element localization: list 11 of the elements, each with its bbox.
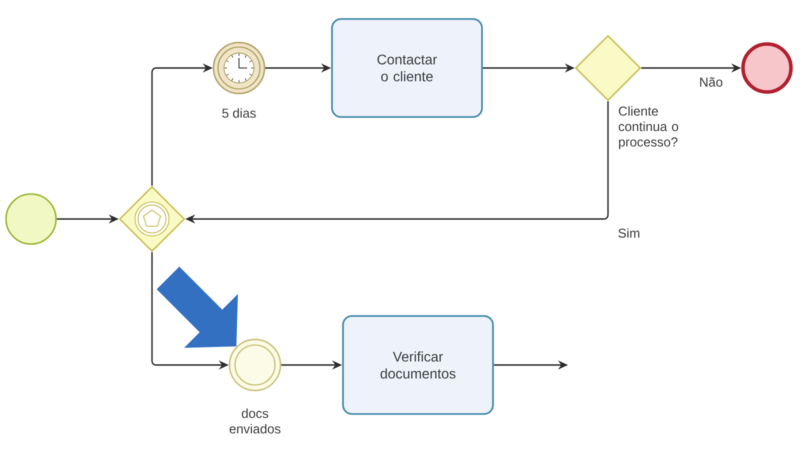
task-box: Contactar o cliente	[331, 18, 483, 118]
start-event	[5, 193, 57, 245]
event-label: Cliente continua o processo?	[618, 106, 678, 150]
end-event	[741, 42, 793, 94]
event-label: 5 dias	[222, 108, 256, 118]
event-label: docs enviados	[230, 408, 280, 434]
block-arrow	[156, 266, 238, 348]
intermediate-event	[228, 338, 282, 392]
edge-label: Não	[698, 76, 724, 88]
edge-label: Sim	[616, 227, 642, 239]
task-box: Verificar documentos	[342, 315, 494, 415]
